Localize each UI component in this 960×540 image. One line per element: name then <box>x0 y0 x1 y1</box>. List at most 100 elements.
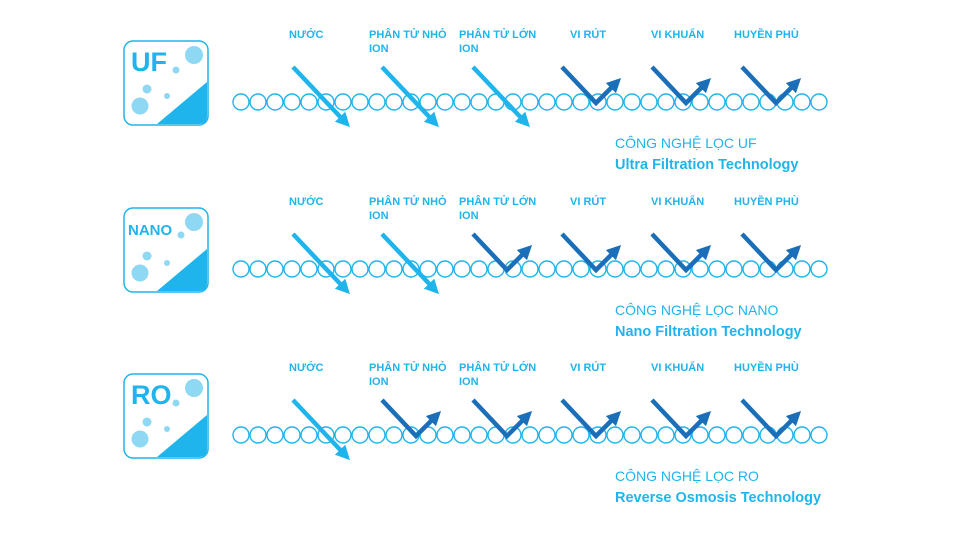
membrane-pore <box>351 93 369 111</box>
membrane-pore <box>810 260 828 278</box>
membrane-pore <box>657 426 675 444</box>
membrane-pore <box>572 93 590 111</box>
membrane-pore <box>266 93 284 111</box>
particle-label: VI RÚT <box>570 195 606 209</box>
membrane-pore <box>521 426 539 444</box>
membrane-pore <box>691 260 709 278</box>
particle-label: PHÂN TỬ LỚN ION <box>459 195 536 223</box>
membrane-pore <box>810 426 828 444</box>
membrane-pore <box>640 93 658 111</box>
technology-title-en: Ultra Filtration Technology <box>615 157 799 173</box>
technology-title-en: Nano Filtration Technology <box>615 324 802 340</box>
membrane-pore <box>453 93 471 111</box>
membrane-pore <box>470 93 488 111</box>
particle-label-line: PHÂN TỬ NHỎ <box>369 362 447 374</box>
badge-label: UF <box>131 47 167 77</box>
pass-through-arrow <box>471 65 530 128</box>
particle-label: VI KHUẨN <box>651 195 704 209</box>
membrane-pore <box>606 426 624 444</box>
membrane-badge-icon <box>123 373 209 459</box>
membrane-pore <box>691 93 709 111</box>
particle-label-line: NƯỚC <box>289 196 324 208</box>
pass-through-arrow <box>291 232 350 295</box>
blocked-arrow <box>560 232 622 274</box>
membrane-pore <box>300 93 318 111</box>
membrane-pore <box>657 93 675 111</box>
particle-label-line: VI KHUẨN <box>651 29 705 41</box>
membrane-pore <box>640 426 658 444</box>
membrane-pore <box>810 93 828 111</box>
particle-label-line: HUYỀN PHÙ <box>734 362 799 374</box>
membrane-pore <box>623 93 641 111</box>
technology-title-en: Reverse Osmosis Technology <box>615 490 822 506</box>
membrane-pore <box>351 260 369 278</box>
membrane-pore <box>572 260 590 278</box>
membrane-pore <box>742 426 760 444</box>
blocked-arrow <box>380 398 442 440</box>
membrane-pore <box>725 426 743 444</box>
membrane-pore <box>266 426 284 444</box>
blocked-arrow <box>471 232 533 274</box>
membrane-pore <box>708 426 726 444</box>
particle-label: NƯỚC <box>289 361 323 375</box>
membrane-pore <box>385 93 403 111</box>
technology-title-vn: CÔNG NGHỆ LỌC UF <box>615 135 757 151</box>
membrane-pore <box>283 93 301 111</box>
blocked-arrow <box>740 398 802 440</box>
membrane-pore <box>402 93 420 111</box>
blocked-arrow <box>560 398 622 440</box>
particle-label-line: PHÂN TỬ LỚN <box>459 362 537 374</box>
particle-label-line: ION <box>459 210 479 222</box>
filtration-scene <box>232 398 828 461</box>
badge-label: RO <box>131 380 172 410</box>
blocked-arrow <box>650 65 712 107</box>
membrane-pore <box>708 260 726 278</box>
blocked-arrow <box>740 232 802 274</box>
membrane-pore <box>419 260 437 278</box>
membrane-pore <box>249 260 267 278</box>
membrane-pore <box>742 260 760 278</box>
particle-label: HUYỀN PHÙ <box>734 195 799 209</box>
membrane-pore <box>453 260 471 278</box>
pass-through-arrow <box>380 65 439 128</box>
particle-label-line: NƯỚC <box>289 362 324 374</box>
particle-label: NƯỚC <box>289 28 323 42</box>
membrane-badge-icon <box>123 207 209 293</box>
particle-label-line: PHÂN TỬ NHỎ <box>369 196 447 208</box>
ro-badge: RO <box>123 373 209 459</box>
particle-label-line: ION <box>459 43 479 55</box>
membrane-pore <box>555 93 573 111</box>
membrane-pore <box>657 260 675 278</box>
membrane-pore <box>521 93 539 111</box>
particle-label-line: VI KHUẨN <box>651 196 705 208</box>
membrane-pore <box>623 260 641 278</box>
blocked-arrow <box>740 65 802 107</box>
membrane-pore <box>334 93 352 111</box>
membrane-chain <box>232 93 828 111</box>
membrane-pore <box>538 260 556 278</box>
membrane-pore <box>691 426 709 444</box>
uf-badge: UF <box>123 40 209 126</box>
particle-label-line: VI RÚT <box>570 362 607 374</box>
particle-label: VI KHUẨN <box>651 28 704 42</box>
pass-through-arrow <box>291 398 350 461</box>
membrane-pore <box>742 93 760 111</box>
particle-label: VI RÚT <box>570 361 606 375</box>
particle-label-line: VI KHUẨN <box>651 362 705 374</box>
technology-title-vn: CÔNG NGHỆ LỌC NANO <box>615 302 779 318</box>
particle-label-line: HUYỀN PHÙ <box>734 196 799 208</box>
particle-label-line: PHÂN TỬ LỚN <box>459 196 537 208</box>
particle-label: HUYỀN PHÙ <box>734 28 799 42</box>
membrane-pore <box>640 260 658 278</box>
membrane-pore <box>385 260 403 278</box>
membrane-badge-icon <box>123 40 209 126</box>
membrane-pore <box>368 426 386 444</box>
membrane-pore <box>538 426 556 444</box>
membrane-pore <box>470 426 488 444</box>
particle-label: VI RÚT <box>570 28 606 42</box>
blocked-arrow <box>471 398 533 440</box>
membrane-pore <box>436 426 454 444</box>
